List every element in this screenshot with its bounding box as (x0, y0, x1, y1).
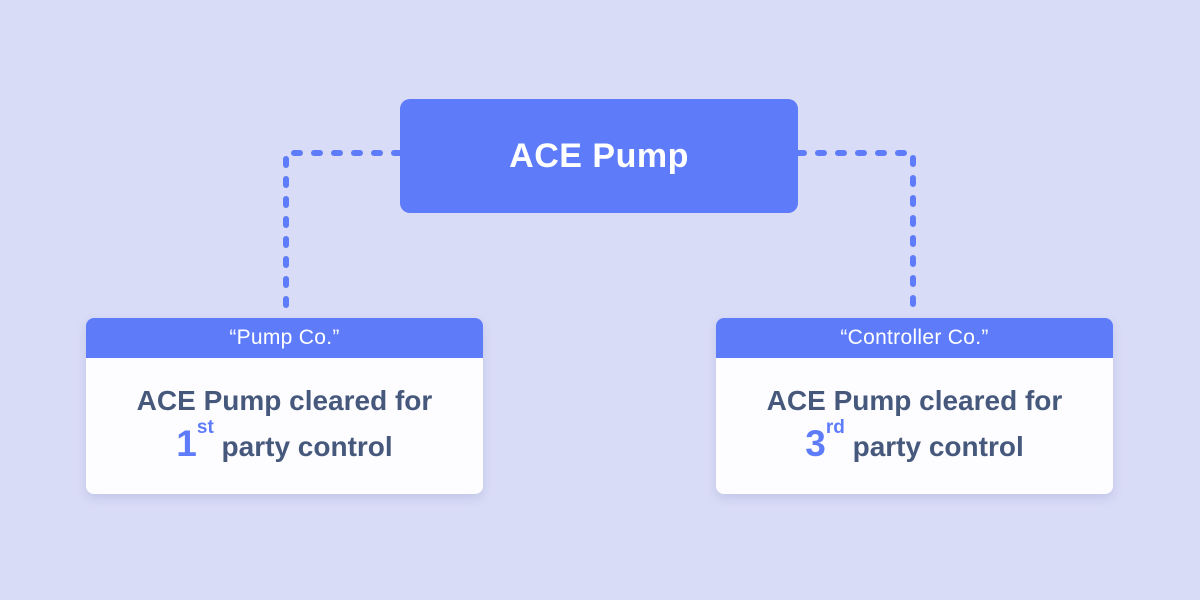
node-ace-pump-label: ACE Pump (509, 136, 689, 175)
card-pump-co-line1: ACE Pump cleared for (136, 385, 433, 416)
card-pump-co-body: ACE Pump cleared for 1st party control (86, 358, 483, 494)
connector-right-dashed-line (795, 150, 916, 319)
card-controller-co-line2-rest: party control (844, 431, 1024, 462)
ordinal-suffix: rd (825, 416, 845, 438)
ordinal-number: 3 (805, 423, 826, 464)
card-pump-co-header: “Pump Co.” (86, 318, 483, 358)
card-pump-co: “Pump Co.” ACE Pump cleared for 1st part… (86, 318, 483, 494)
card-pump-co-line2-rest: party control (213, 431, 393, 462)
card-controller-co-header: “Controller Co.” (716, 318, 1113, 358)
card-controller-co-body: ACE Pump cleared for 3rd party control (716, 358, 1113, 494)
card-controller-co-line1: ACE Pump cleared for (766, 385, 1063, 416)
card-pump-co-header-label: “Pump Co.” (229, 326, 340, 349)
card-pump-co-line2: 1st party control (86, 418, 483, 470)
card-controller-co: “Controller Co.” ACE Pump cleared for 3r… (716, 318, 1113, 494)
card-controller-co-line2: 3rd party control (716, 418, 1113, 470)
card-controller-co-header-label: “Controller Co.” (840, 326, 989, 349)
connector-left-dashed-line (283, 150, 403, 319)
ordinal-suffix: st (196, 416, 214, 438)
node-ace-pump: ACE Pump (400, 99, 798, 213)
ordinal-number: 1 (176, 423, 197, 464)
